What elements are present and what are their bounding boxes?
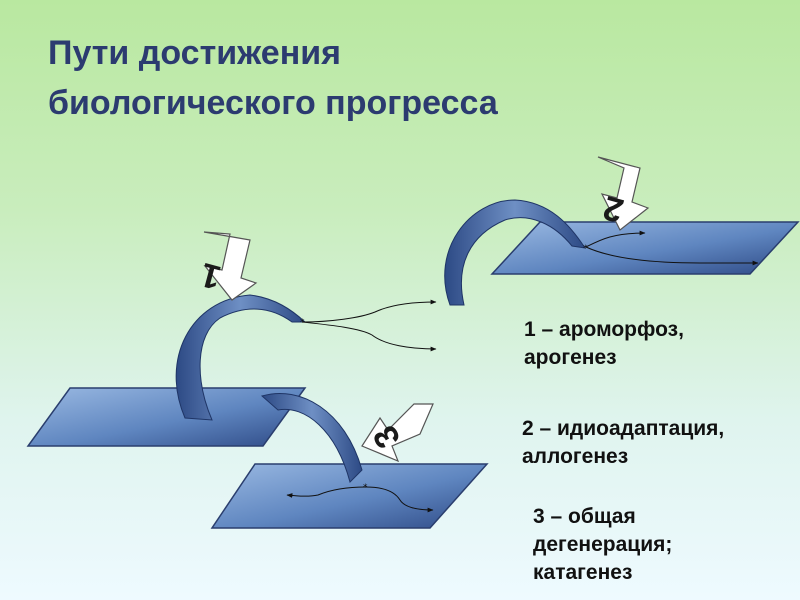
legend-1-line-2: арогенез bbox=[524, 346, 617, 369]
legend-3-line-3: катагенез bbox=[533, 561, 633, 584]
branch-point-1: * bbox=[300, 318, 305, 328]
legend-1-line-1: 1 – ароморфоз, bbox=[524, 318, 684, 341]
block-arrow-2: 2 bbox=[597, 156, 650, 231]
arrow-1-label: 1 bbox=[197, 255, 225, 297]
ribbon-idioadaptation bbox=[444, 199, 587, 306]
legend-item-1: 1 – ароморфоз, арогенез bbox=[524, 316, 684, 372]
block-arrow-3: 3 bbox=[361, 403, 434, 463]
bottom-branch-left bbox=[286, 486, 367, 498]
branch-point-2: * bbox=[363, 483, 368, 493]
plane-bottom bbox=[210, 463, 489, 529]
branch-lower bbox=[301, 321, 437, 352]
branch-point-3: * bbox=[583, 244, 588, 254]
title-line-1: Пути достижения bbox=[48, 34, 341, 72]
legend-2-line-2: аллогенез bbox=[522, 445, 629, 468]
right-branch-lower bbox=[585, 246, 759, 266]
ribbon-degeneration bbox=[260, 392, 363, 483]
legend-item-2: 2 – идиоадаптация, аллогенез bbox=[522, 415, 724, 471]
title-line-2: биологического прогресса bbox=[48, 84, 498, 122]
legend-item-3: 3 – общая дегенерация; катагенез bbox=[533, 503, 672, 587]
plane-left bbox=[26, 387, 307, 447]
bottom-branch-right bbox=[365, 486, 434, 513]
branch-upper bbox=[301, 299, 437, 323]
plane-top-right bbox=[490, 221, 800, 275]
block-arrow-1: 1 bbox=[197, 231, 258, 301]
legend-2-line-1: 2 – идиоадаптация, bbox=[522, 417, 725, 440]
right-branch-upper bbox=[585, 230, 646, 248]
legend-3-line-1: 3 – общая bbox=[533, 505, 636, 528]
legend-3-line-2: дегенерация; bbox=[533, 533, 673, 556]
slide-title: Пути достижения биологического прогресса bbox=[48, 28, 498, 128]
